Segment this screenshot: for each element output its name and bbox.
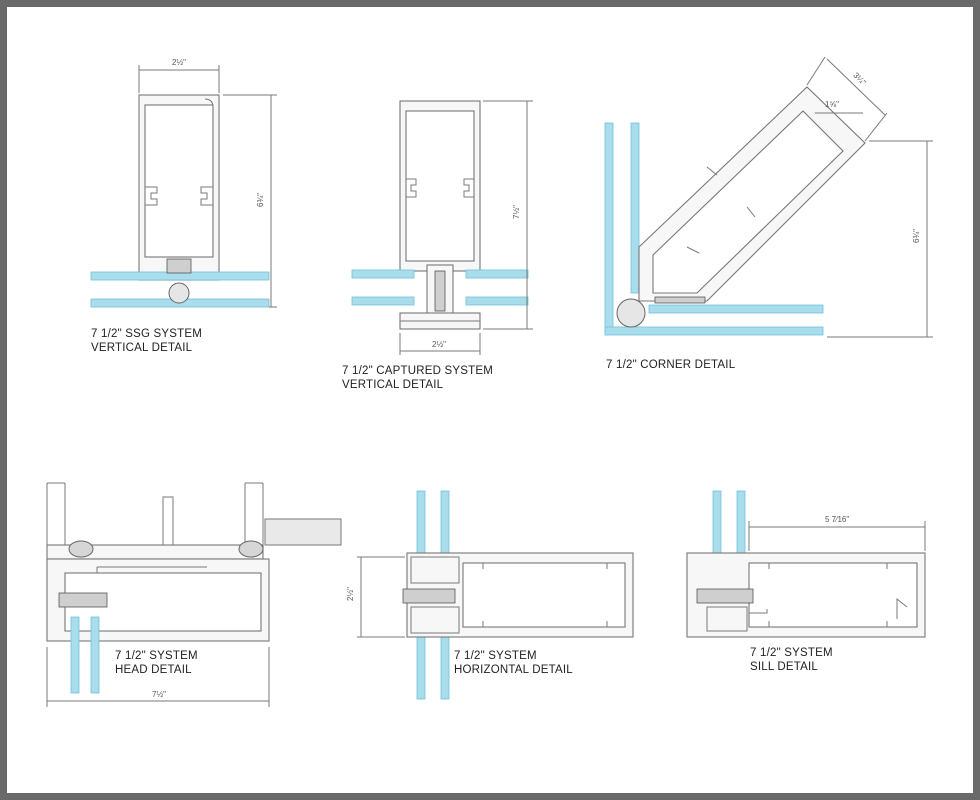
- sill-caption: 7 1/2" SYSTEM SILL DETAIL: [750, 646, 833, 674]
- corner-height-dim: 6¾": [912, 229, 921, 243]
- caption-line: 7 1/2" SYSTEM: [115, 650, 198, 662]
- captured-vertical-detail: 7½" 2½": [351, 100, 533, 355]
- ssg-vertical-detail: 2½" 6¾": [90, 58, 277, 308]
- head-width-dim: 7½": [152, 690, 166, 699]
- caption-line: 7 1/2" SYSTEM: [750, 647, 833, 659]
- ssg-height-dim: 6¾": [256, 193, 265, 207]
- ssg-caption: 7 1/2" SSG SYSTEM VERTICAL DETAIL: [91, 327, 202, 355]
- sill-width-dim: 5 7⁄16": [825, 515, 849, 524]
- ssg-width-dim: 2½": [172, 58, 186, 67]
- caption-line: VERTICAL DETAIL: [91, 342, 193, 354]
- caption-line: 7 1/2" CORNER DETAIL: [606, 359, 736, 371]
- corner-detail: 3¼" 1⅝" 6¾": [604, 56, 933, 338]
- caption-line: VERTICAL DETAIL: [342, 379, 444, 391]
- corner-caption: 7 1/2" CORNER DETAIL: [606, 358, 735, 372]
- head-caption: 7 1/2" SYSTEM HEAD DETAIL: [115, 649, 198, 677]
- caption-line: 7 1/2" SYSTEM: [454, 650, 537, 662]
- sill-detail: 5 7⁄16": [686, 490, 926, 638]
- horizontal-height-dim: 2½": [346, 587, 355, 601]
- caption-line: SILL DETAIL: [750, 661, 819, 673]
- drawing-sheet: 2½" 6¾" 7½" 2½": [7, 7, 973, 793]
- captured-width-dim: 2½": [432, 340, 446, 349]
- corner-small-dim: 1⅝": [825, 100, 839, 109]
- horizontal-detail: 2½": [346, 490, 634, 700]
- caption-line: 7 1/2" SSG SYSTEM: [91, 328, 203, 340]
- captured-height-dim: 7½": [512, 205, 521, 219]
- horizontal-caption: 7 1/2" SYSTEM HORIZONTAL DETAIL: [454, 649, 573, 677]
- head-detail: 7½": [46, 482, 342, 707]
- caption-line: HEAD DETAIL: [115, 664, 192, 676]
- caption-line: HORIZONTAL DETAIL: [454, 664, 573, 676]
- caption-line: 7 1/2" CAPTURED SYSTEM: [342, 365, 493, 377]
- captured-caption: 7 1/2" CAPTURED SYSTEM VERTICAL DETAIL: [342, 364, 493, 392]
- detail-drawings: 2½" 6¾" 7½" 2½": [46, 56, 933, 707]
